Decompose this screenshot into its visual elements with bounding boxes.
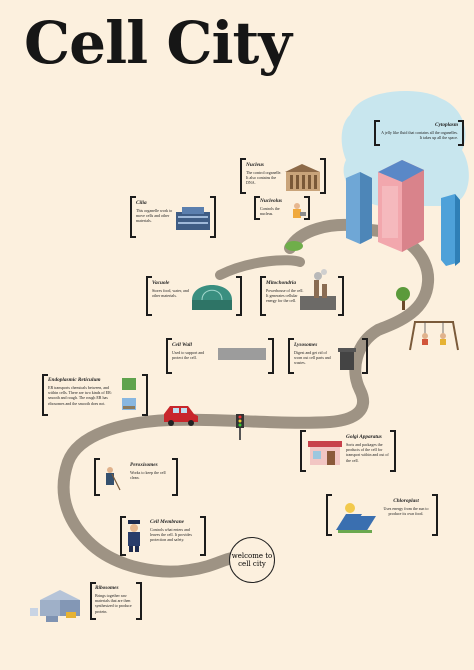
skyscrapers-icon <box>346 160 460 266</box>
sky-cloud <box>341 90 469 206</box>
card-body: Brings together raw materials that are t… <box>95 593 132 614</box>
trash-can-icon <box>338 348 356 370</box>
card-cytoplasm: Cytoplasm A jelly like fluid that contai… <box>374 120 464 146</box>
card-heading: Ribosomes <box>95 585 119 591</box>
card-body: Uses energy from the sun to produce its … <box>383 506 429 517</box>
card-heading: Golgi Apparatus <box>346 434 382 440</box>
road-slab-icon <box>218 348 266 360</box>
traffic-light-icon <box>236 414 244 440</box>
card-golgi-apparatus: Golgi Apparatus Sorts and packages the p… <box>300 430 396 472</box>
solar-panel-icon <box>336 503 376 533</box>
card-body: Powerhouse of the cell. It generates cel… <box>266 288 304 304</box>
card-heading: Nucleus <box>246 162 264 168</box>
card-heading: Mitochondria <box>266 280 297 286</box>
card-heading: Cilia <box>136 200 147 206</box>
card-heading: Cytoplasm <box>435 122 458 128</box>
card-body: ER transports chemicals between, and wit… <box>48 385 112 406</box>
card-heading: Endoplasmic Reticulum <box>48 377 101 383</box>
card-mitochondria: Mitochondria Powerhouse of the cell. It … <box>260 276 344 316</box>
sweeper-icon <box>106 467 121 491</box>
card-nucleolus: Nucleolus Controls the nucleus. <box>254 196 310 220</box>
page-title: Cell City <box>24 9 292 77</box>
card-ribosomes: Ribosomes Brings together raw materials … <box>90 582 142 620</box>
card-body: Sorts and packages the products of the c… <box>346 442 389 463</box>
card-cell-membrane: Cell Membrane Controls what enters and l… <box>120 516 206 556</box>
shop-icon <box>308 441 342 465</box>
tree-icon <box>396 287 410 310</box>
card-heading: Vacuole <box>152 280 170 286</box>
card-endoplasmic-reticulum: Endoplasmic Reticulum ER transports chem… <box>42 374 148 416</box>
card-cell-wall: Cell Wall Used to support and protect th… <box>166 338 274 374</box>
stadium-icon <box>176 207 210 230</box>
card-body: Works to keep the cell clean. <box>130 470 166 481</box>
card-body: Controls the nucleus. <box>260 206 280 217</box>
factory-icon <box>300 269 336 310</box>
warehouse-icon <box>30 590 80 622</box>
card-vacuole: Vacuole Stores food, water, and other ma… <box>146 276 242 316</box>
card-heading: Cell Membrane <box>150 519 184 525</box>
card-body: A jelly like fluid that contains all the… <box>381 130 458 141</box>
museum-icon <box>285 164 320 191</box>
card-body: Stores food, water, and other materials. <box>152 288 189 299</box>
card-body: The control organelle. It also contains … <box>246 170 282 186</box>
swing-set-icon <box>409 321 459 351</box>
card-lysosomes: Lysosomes Digest and get rid of worn out… <box>288 338 368 374</box>
bush-icon <box>285 241 303 251</box>
police-officer-icon <box>128 520 140 552</box>
card-heading: Lysosomes <box>294 342 318 348</box>
welcome-badge: welcome to cell city <box>229 537 275 583</box>
card-chloroplast: Chloroplast Uses energy from the sun to … <box>326 494 438 536</box>
card-nucleus: Nucleus The control organelle. It also c… <box>240 158 326 194</box>
bridge-sign-icon <box>122 378 136 410</box>
red-car-icon <box>164 406 198 426</box>
card-body: This organelle work to move cells and ot… <box>136 208 173 224</box>
card-peroxisomes: Peroxisomes Works to keep the cell clean… <box>94 458 178 496</box>
road-branch <box>215 255 305 280</box>
greenhouse-icon <box>192 285 232 310</box>
card-heading: Chloroplast <box>393 498 419 504</box>
card-heading: Nucleolus <box>260 198 283 204</box>
card-body: Digest and get rid of worn out cell part… <box>294 350 331 366</box>
card-body: Controls what enters and leaves the cell… <box>150 527 192 543</box>
card-body: Used to support and protect the cell. <box>172 350 205 361</box>
card-heading: Cell Wall <box>172 342 192 348</box>
worker-icon <box>293 203 306 218</box>
card-cilia: Cilia This organelle work to move cells … <box>130 196 216 238</box>
card-heading: Peroxisomes <box>130 462 158 468</box>
